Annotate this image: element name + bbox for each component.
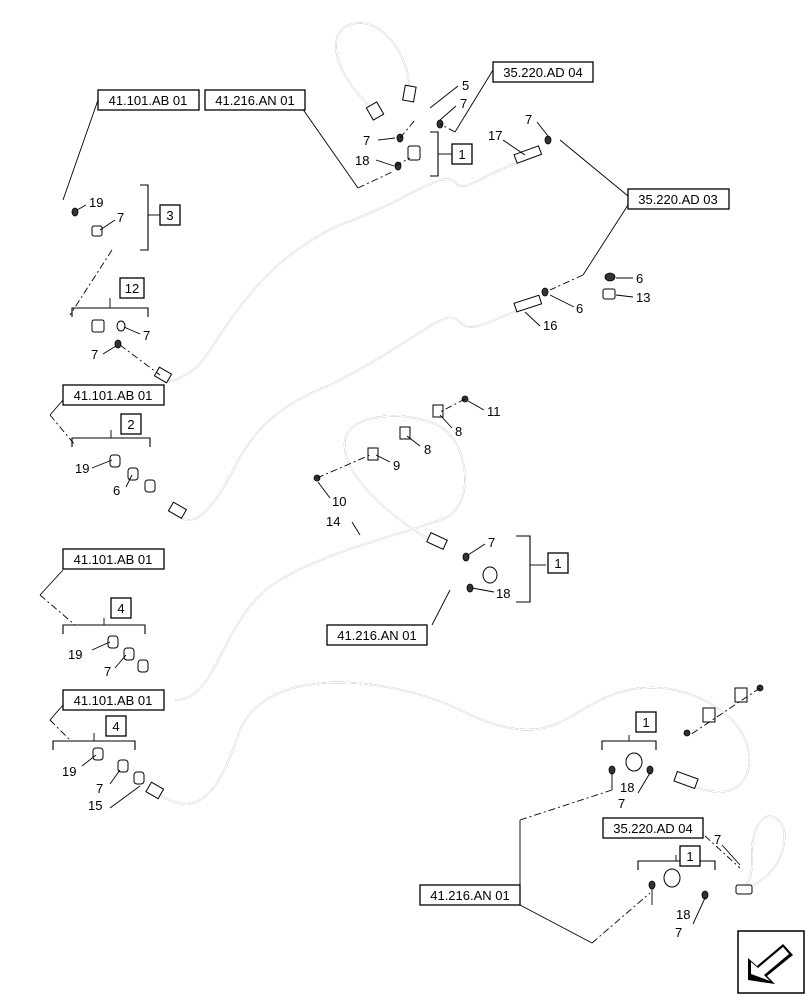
callout-7: 7: [675, 925, 682, 940]
svg-text:41.216.AN 01: 41.216.AN 01: [430, 888, 510, 903]
ref-box-41-101-ab-01-b[interactable]: 41.101.AB 01: [62, 384, 165, 406]
group-box-1-lower-right[interactable]: 1: [635, 711, 657, 733]
callout-18: 18: [496, 586, 510, 601]
callout-19: 19: [68, 647, 82, 662]
svg-text:1: 1: [458, 147, 465, 162]
callout-10: 10: [332, 494, 346, 509]
callout-7: 7: [525, 112, 532, 127]
svg-text:1: 1: [642, 715, 649, 730]
callout-7: 7: [117, 210, 124, 225]
group-box-12[interactable]: 12: [119, 277, 145, 299]
svg-text:12: 12: [125, 281, 139, 296]
callout-7: 7: [460, 96, 467, 111]
group-box-3[interactable]: 3: [159, 204, 181, 226]
hose-top-loop: [335, 22, 417, 121]
ref-box-35-220-ad-03[interactable]: 35.220.AD 03: [627, 188, 730, 210]
svg-text:1: 1: [686, 849, 693, 864]
ref-box-35-220-ad-04-b[interactable]: 35.220.AD 04: [602, 817, 704, 839]
ref-box-41-216-an-01-c[interactable]: 41.216.AN 01: [419, 884, 521, 906]
svg-text:35.220.AD 03: 35.220.AD 03: [638, 192, 718, 207]
hose-16: [167, 294, 543, 521]
ref-box-41-216-an-01-a[interactable]: 41.216.AN 01: [204, 89, 306, 111]
group-box-4-a[interactable]: 4: [110, 597, 132, 619]
svg-text:41.101.AB 01: 41.101.AB 01: [74, 388, 153, 403]
callout-18: 18: [620, 780, 634, 795]
svg-text:1: 1: [554, 556, 561, 571]
group-box-2[interactable]: 2: [120, 413, 142, 435]
callout-8: 8: [424, 442, 431, 457]
callout-14: 14: [326, 514, 340, 529]
callout-7: 7: [104, 664, 111, 679]
callout-5: 5: [462, 78, 469, 93]
svg-text:41.216.AN 01: 41.216.AN 01: [337, 628, 417, 643]
callout-19: 19: [62, 764, 76, 779]
ref-box-41-216-an-01-b[interactable]: 41.216.AN 01: [326, 624, 428, 646]
callout-6: 6: [636, 271, 643, 286]
callout-7: 7: [714, 832, 721, 847]
svg-text:4: 4: [117, 601, 124, 616]
callout-9: 9: [393, 458, 400, 473]
hose-17: [153, 145, 543, 384]
hose-15: [145, 681, 751, 805]
ref-box-41-101-ab-01-a[interactable]: 41.101.AB 01: [97, 89, 200, 111]
group-box-1-top[interactable]: 1: [451, 143, 473, 165]
callout-16: 16: [543, 318, 557, 333]
callout-7: 7: [618, 796, 625, 811]
callout-17: 17: [488, 128, 502, 143]
navigation-arrow-icon[interactable]: [737, 930, 805, 994]
svg-text:2: 2: [127, 417, 134, 432]
callout-7: 7: [488, 535, 495, 550]
hose-14: [174, 415, 466, 701]
callout-7: 7: [143, 328, 150, 343]
callout-18: 18: [676, 907, 690, 922]
callout-6: 6: [113, 483, 120, 498]
svg-text:41.101.AB 01: 41.101.AB 01: [109, 93, 188, 108]
ref-box-41-101-ab-01-c[interactable]: 41.101.AB 01: [62, 548, 165, 570]
callout-19: 19: [75, 461, 89, 476]
callout-13: 13: [636, 290, 650, 305]
callout-6: 6: [576, 301, 583, 316]
svg-text:4: 4: [112, 719, 119, 734]
svg-text:41.101.AB 01: 41.101.AB 01: [74, 552, 153, 567]
group-box-1-bottom[interactable]: 1: [679, 845, 701, 867]
callout-7: 7: [91, 347, 98, 362]
svg-text:41.216.AN 01: 41.216.AN 01: [215, 93, 295, 108]
leader-lines: [39, 69, 761, 944]
svg-text:3: 3: [166, 208, 173, 223]
callout-18: 18: [355, 153, 369, 168]
callout-numbers: 5 7 7 18 17 7 19 7 7 7 6 13 6 16 11 8 8 …: [62, 78, 741, 940]
callout-7: 7: [363, 133, 370, 148]
callout-7: 7: [96, 781, 103, 796]
callout-19: 19: [89, 195, 103, 210]
callout-11: 11: [487, 404, 501, 419]
svg-text:35.220.AD 04: 35.220.AD 04: [503, 65, 583, 80]
svg-text:41.101.AB 01: 41.101.AB 01: [74, 693, 153, 708]
svg-text:35.220.AD 04: 35.220.AD 04: [613, 821, 693, 836]
hose-bottom-loop: [739, 815, 786, 891]
ref-box-41-101-ab-01-d[interactable]: 41.101.AB 01: [62, 689, 165, 711]
ref-box-35-220-ad-04-a[interactable]: 35.220.AD 04: [492, 61, 594, 83]
callout-15: 15: [88, 798, 102, 813]
group-brackets: [52, 131, 716, 870]
group-box-1-middle[interactable]: 1: [547, 552, 569, 574]
group-box-4-b[interactable]: 4: [105, 715, 127, 737]
callout-8: 8: [455, 424, 462, 439]
